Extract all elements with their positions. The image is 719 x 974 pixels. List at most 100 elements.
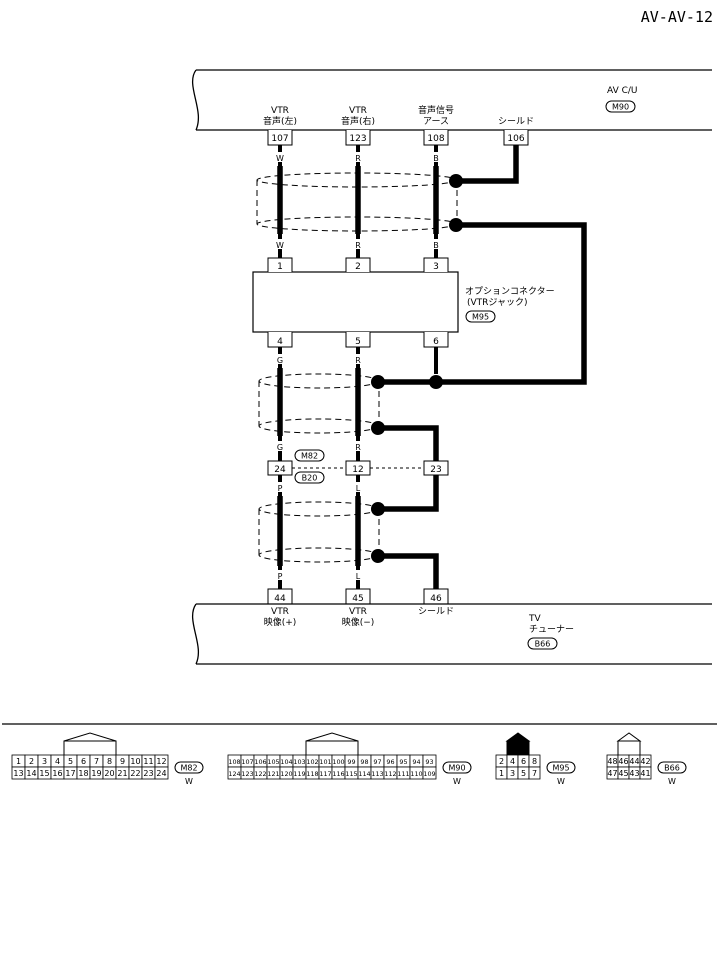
connector-cavity-number: 117 xyxy=(319,770,331,778)
svg-text:2: 2 xyxy=(355,262,361,272)
connector-lock-tab-top xyxy=(63,732,117,742)
connector-cavity-number: 16 xyxy=(52,769,62,778)
connector-lock-tab xyxy=(63,740,117,755)
connector-cavity-number: 108 xyxy=(228,758,240,766)
wire-color-r-2: R xyxy=(355,241,361,250)
connector-cavity-number: 124 xyxy=(228,770,240,778)
connector-cavity-number: 10 xyxy=(130,757,140,766)
connector-cavity-number: 115 xyxy=(345,770,357,778)
pin-44-label-2: 映像(+) xyxy=(264,616,297,628)
connector-color: W xyxy=(185,777,193,786)
svg-text:107: 107 xyxy=(271,134,288,144)
connector-cavity-number: 109 xyxy=(423,770,435,778)
pin-108-label-2: アース xyxy=(423,117,449,127)
connector-cavity-number: 5 xyxy=(68,757,73,766)
connector-lock-tab xyxy=(305,740,359,755)
connector-cavity-number: 121 xyxy=(267,770,279,778)
connector-color: W xyxy=(557,777,565,786)
svg-text:1: 1 xyxy=(277,262,283,272)
svg-text:44: 44 xyxy=(274,594,286,604)
connector-lock-tab xyxy=(617,740,641,755)
pin-46-label: シールド xyxy=(418,607,454,617)
av-control-unit: AV C/U M90 VTR 音声(左) VTR 音声(右) 音声信号 アース … xyxy=(191,69,712,146)
connector-cavity-number: 44 xyxy=(629,757,639,766)
pin-107: 107 xyxy=(267,130,293,146)
connector-cavity-number: 7 xyxy=(94,757,99,766)
connector-cavity-number: 99 xyxy=(347,758,355,766)
connector-cavity-number: 113 xyxy=(371,770,383,778)
wire-color-g-2: G xyxy=(277,443,283,452)
pin-1: 1 xyxy=(267,257,293,272)
shielded-cable-upper: W R B W R B xyxy=(256,145,587,385)
pin-107-label-1: VTR xyxy=(271,106,289,116)
connector-cavity-number: 20 xyxy=(104,769,114,778)
connector-cavity-number: 122 xyxy=(254,770,266,778)
connector-id: M90 xyxy=(448,764,465,773)
connector-cavity-number: 11 xyxy=(143,757,153,766)
wire-color-p-2: P xyxy=(278,572,283,581)
svg-text:12: 12 xyxy=(352,465,363,475)
wire-color-r-1: R xyxy=(355,154,361,163)
svg-text:4: 4 xyxy=(277,337,283,347)
pin-4: 4 xyxy=(267,332,293,348)
pin-5: 5 xyxy=(345,332,371,348)
svg-text:3: 3 xyxy=(433,262,439,272)
connector-cavity-number: 112 xyxy=(384,770,396,778)
pin-108-label-1: 音声信号 xyxy=(418,104,454,116)
connector-lock-tab-top xyxy=(505,732,531,742)
connector-cavity-number: 3 xyxy=(510,769,515,778)
pin-46: 46 xyxy=(423,588,449,604)
wire-color-r-3: R xyxy=(355,356,361,365)
pin-44: 44 xyxy=(267,588,293,604)
junction-connector-id-m82: M82 xyxy=(301,452,318,461)
connector-cavity-number: 93 xyxy=(425,758,433,766)
connector-id: M95 xyxy=(552,764,569,773)
shield-splice-4 xyxy=(429,375,443,389)
connector-cavity-number: 123 xyxy=(241,770,253,778)
pin-123-label-1: VTR xyxy=(349,106,367,116)
av-unit-connector-oval xyxy=(605,100,636,113)
connector-cavity-number: 2 xyxy=(29,757,34,766)
shielded-cable-middle: G R G R xyxy=(258,347,443,461)
svg-text:5: 5 xyxy=(355,337,361,347)
page-code: AV-AV-12 xyxy=(641,8,713,26)
connector-cavity-number: 2 xyxy=(499,757,504,766)
connector-cavity-number: 5 xyxy=(521,769,526,778)
av-unit-name: AV C/U xyxy=(607,86,638,96)
wire-color-w-1: W xyxy=(276,154,284,163)
connector-cavity-number: 114 xyxy=(358,770,370,778)
shield-splice-6 xyxy=(371,502,385,516)
pin-2: 2 xyxy=(345,257,371,272)
connector-cavity-number: 6 xyxy=(521,757,526,766)
connector-cavity-number: 100 xyxy=(332,758,344,766)
connector-cavity-number: 24 xyxy=(156,769,166,778)
shield-splice-1 xyxy=(449,174,463,188)
connector-cavity-number: 103 xyxy=(293,758,305,766)
connector-cavity-number: 107 xyxy=(241,758,253,766)
pin-107-label-2: 音声(左) xyxy=(263,115,297,127)
svg-text:123: 123 xyxy=(349,134,366,144)
connector-cavity-number: 21 xyxy=(117,769,127,778)
connector-cavity-number: 4 xyxy=(510,757,515,766)
pin-106-label: シールド xyxy=(498,117,534,127)
svg-text:108: 108 xyxy=(427,134,444,144)
connector-cavity-number: 106 xyxy=(254,758,266,766)
connector-cavity-number: 8 xyxy=(532,757,537,766)
connector-cavity-number: 116 xyxy=(332,770,344,778)
connector-cavity-number: 45 xyxy=(618,769,628,778)
pin-23: 23 xyxy=(423,460,449,476)
connector-cavity-number: 94 xyxy=(412,758,420,766)
option-connector-id: M95 xyxy=(472,313,489,322)
connector-color: W xyxy=(453,777,461,786)
connector-cavity-number: 6 xyxy=(81,757,86,766)
wire-color-p-1: P xyxy=(278,484,283,493)
connector-cavity-number: 119 xyxy=(293,770,305,778)
pin-123: 123 xyxy=(345,130,371,146)
svg-text:23: 23 xyxy=(430,465,441,475)
connector-cavity-number: 48 xyxy=(607,757,617,766)
pin-3: 3 xyxy=(423,257,449,272)
option-connector-vtr-jack: オプションコネクター (VTRジャック) M95 1 2 3 4 5 6 xyxy=(252,257,555,348)
